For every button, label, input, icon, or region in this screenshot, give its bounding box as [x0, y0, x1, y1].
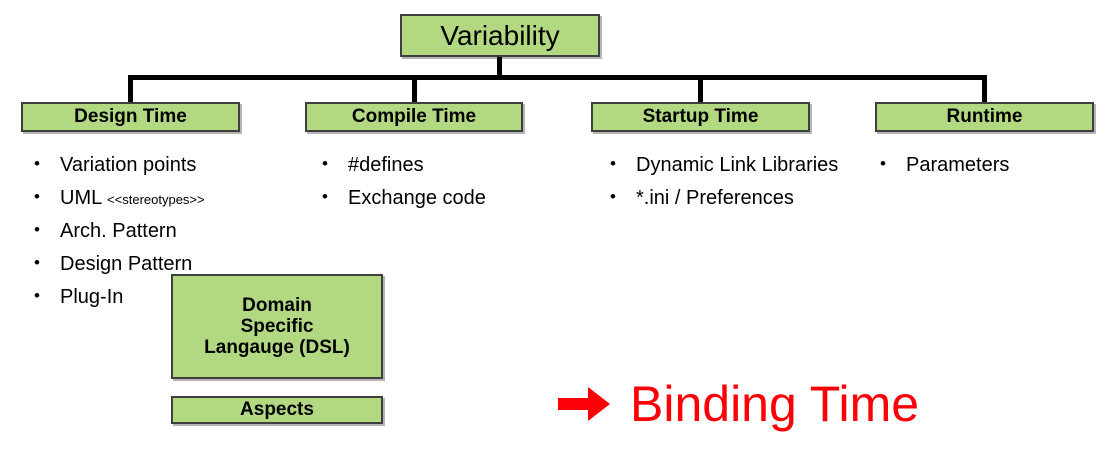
- connector-drop-compile-time: [412, 75, 417, 103]
- bullet-dot-icon: •: [34, 187, 40, 206]
- node-runtime-label: Runtime: [946, 106, 1023, 128]
- bullet-dot-icon: •: [322, 187, 328, 206]
- connector-drop-design-time: [128, 75, 133, 103]
- list-item-label: Design Pattern: [60, 253, 193, 275]
- list-item-label: UML <<stereotypes>>: [60, 185, 205, 212]
- node-runtime[interactable]: Runtime: [875, 102, 1094, 132]
- connector-drop-startup-time: [698, 75, 703, 103]
- bullet-list-compile-time: • #defines • Exchange code: [322, 152, 572, 218]
- node-design-time-label: Design Time: [74, 106, 187, 128]
- node-startup-time[interactable]: Startup Time: [591, 102, 810, 132]
- connector-root-stem: [497, 57, 502, 79]
- node-dsl-line-3: Langauge (DSL): [204, 337, 350, 359]
- list-item: • UML <<stereotypes>>: [34, 185, 284, 212]
- bullet-dot-icon: •: [34, 220, 40, 239]
- connector-horizontal-bar: [130, 75, 987, 80]
- list-item-label: Parameters: [906, 154, 1010, 176]
- list-item-label: #defines: [348, 154, 424, 176]
- node-startup-time-label: Startup Time: [642, 106, 759, 128]
- list-item: • Arch. Pattern: [34, 218, 284, 245]
- list-item-label-stereotype: <<stereotypes>>: [107, 192, 205, 207]
- connector-drop-runtime: [982, 75, 987, 103]
- list-item: • Exchange code: [322, 185, 572, 212]
- bullet-dot-icon: •: [34, 154, 40, 173]
- list-item-label: Plug-In: [60, 286, 124, 308]
- binding-time-callout: Binding Time: [556, 379, 919, 429]
- node-design-time[interactable]: Design Time: [21, 102, 240, 132]
- list-item-label: Variation points: [60, 154, 197, 176]
- list-item: • Plug-In: [34, 284, 284, 311]
- list-item-label: Arch. Pattern: [60, 220, 177, 242]
- bullet-dot-icon: •: [34, 253, 40, 272]
- list-item-label: Dynamic Link Libraries: [636, 154, 839, 176]
- list-item: • Variation points: [34, 152, 284, 179]
- list-item-label: *.ini / Preferences: [636, 187, 794, 209]
- bullet-dot-icon: •: [610, 154, 616, 173]
- list-item: • *.ini / Preferences: [610, 185, 860, 212]
- list-item-label: Exchange code: [348, 187, 486, 209]
- list-item: • Design Pattern: [34, 251, 284, 278]
- node-dsl-line-2: Specific: [240, 315, 314, 337]
- node-variability-label: Variability: [440, 19, 560, 51]
- node-dsl-line-1: Domain: [242, 294, 312, 316]
- list-item: • Dynamic Link Libraries: [610, 152, 860, 179]
- right-arrow-icon: [558, 387, 610, 421]
- bullet-dot-icon: •: [322, 154, 328, 173]
- node-domain-specific-language[interactable]: Domain Specific Langauge (DSL): [171, 274, 383, 379]
- node-compile-time[interactable]: Compile Time: [305, 102, 523, 132]
- list-item: • Parameters: [880, 152, 1110, 179]
- bullet-dot-icon: •: [610, 187, 616, 206]
- node-aspects-label: Aspects: [240, 399, 314, 421]
- list-item-label-main: UML: [60, 187, 108, 209]
- list-item: • #defines: [322, 152, 572, 179]
- node-variability[interactable]: Variability: [400, 14, 600, 57]
- node-compile-time-label: Compile Time: [351, 106, 477, 128]
- bullet-list-startup-time: • Dynamic Link Libraries • *.ini / Prefe…: [610, 152, 860, 218]
- bullet-dot-icon: •: [34, 286, 40, 305]
- bullet-list-runtime: • Parameters: [880, 152, 1110, 185]
- binding-time-label: Binding Time: [630, 376, 920, 432]
- node-aspects[interactable]: Aspects: [171, 396, 383, 424]
- bullet-list-design-time: • Variation points • UML <<stereotypes>>…: [34, 152, 284, 317]
- bullet-dot-icon: •: [880, 154, 886, 173]
